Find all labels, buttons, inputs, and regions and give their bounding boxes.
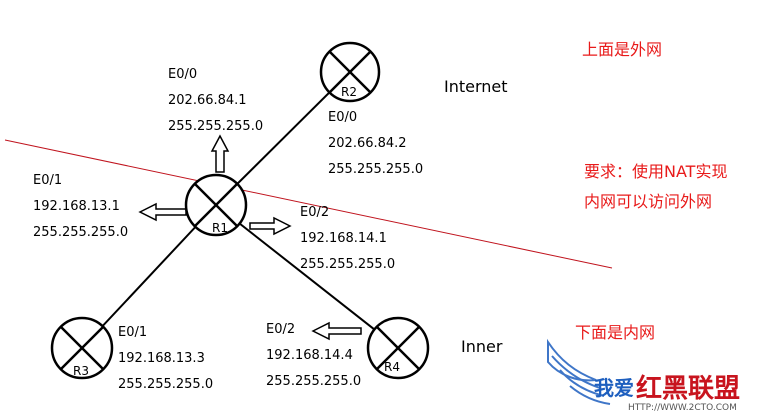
r4-e0-2-label: E0/2 192.168.14.4 255.255.255.0 — [266, 317, 361, 395]
r2-e0-0-ip: 202.66.84.2 — [328, 136, 407, 151]
note-lower-internal: 下面是内网 — [575, 323, 656, 342]
r3-e0-1-label: E0/1 192.168.13.3 255.255.255.0 — [118, 320, 213, 398]
r1-e0-2-port: E0/2 — [300, 205, 330, 220]
router-r1[interactable]: R1 — [184, 173, 248, 237]
link-r1-r2 — [215, 71, 351, 206]
r2-e0-0-mask: 255.255.255.0 — [328, 162, 424, 177]
router-r4-label: R4 — [384, 360, 400, 374]
r4-e0-2-ip: 192.168.14.4 — [266, 348, 353, 363]
note-requirement: 要求：使用NAT实现 内网可以访问外网 — [584, 157, 727, 217]
note-requirement-line2: 内网可以访问外网 — [584, 192, 713, 211]
router-r4[interactable]: R4 — [366, 316, 430, 380]
link-r1-r3 — [81, 204, 217, 349]
link-r1-r4 — [215, 204, 399, 349]
r1-e0-2-mask: 255.255.255.0 — [300, 257, 396, 272]
note-upper-external: 上面是外网 — [582, 40, 663, 59]
r3-e0-1-port: E0/1 — [118, 325, 148, 340]
router-r1-label: R1 — [212, 221, 228, 235]
watermark-line2: 红黑联盟 — [636, 374, 741, 404]
r2-e0-0-label: E0/0 202.66.84.2 255.255.255.0 — [328, 105, 423, 183]
r1-e0-1-ip: 192.168.13.1 — [33, 199, 120, 214]
router-r2-label: R2 — [341, 85, 357, 99]
r1-e0-0-label: E0/0 202.66.84.1 255.255.255.0 — [168, 62, 263, 140]
router-r3[interactable]: R3 — [50, 316, 114, 380]
r1-e0-0-mask: 255.255.255.0 — [168, 119, 264, 134]
nat-boundary-line — [4, 139, 613, 269]
router-r3-label: R3 — [73, 364, 89, 378]
r1-e0-1-mask: 255.255.255.0 — [33, 225, 129, 240]
note-requirement-line1: 要求：使用NAT实现 — [584, 162, 728, 181]
r1-e0-2-ip: 192.168.14.1 — [300, 231, 387, 246]
watermark-line1: 我爱 — [594, 376, 634, 400]
arrow-left-e01 — [138, 202, 187, 222]
watermark-wing-icon — [547, 338, 611, 405]
arrow-left-r4 — [311, 321, 362, 341]
r1-e0-0-ip: 202.66.84.1 — [168, 93, 247, 108]
r4-e0-2-mask: 255.255.255.0 — [266, 374, 362, 389]
arrow-right-e02 — [249, 216, 292, 236]
r1-e0-0-port: E0/0 — [168, 67, 198, 82]
router-r2[interactable]: R2 — [319, 41, 381, 103]
zone-internet-label: Internet — [444, 77, 508, 96]
r2-e0-0-port: E0/0 — [328, 110, 358, 125]
r1-e0-2-label: E0/2 192.168.14.1 255.255.255.0 — [300, 200, 395, 278]
r1-e0-1-label: E0/1 192.168.13.1 255.255.255.0 — [33, 168, 128, 246]
zone-inner-label: Inner — [461, 337, 503, 356]
r4-e0-2-port: E0/2 — [266, 322, 296, 337]
r1-e0-1-port: E0/1 — [33, 173, 63, 188]
arrow-up-e00 — [210, 134, 230, 173]
r3-e0-1-ip: 192.168.13.3 — [118, 351, 205, 366]
r3-e0-1-mask: 255.255.255.0 — [118, 377, 214, 392]
watermark-url: HTTP://WWW.2CTO.COM — [628, 403, 737, 413]
